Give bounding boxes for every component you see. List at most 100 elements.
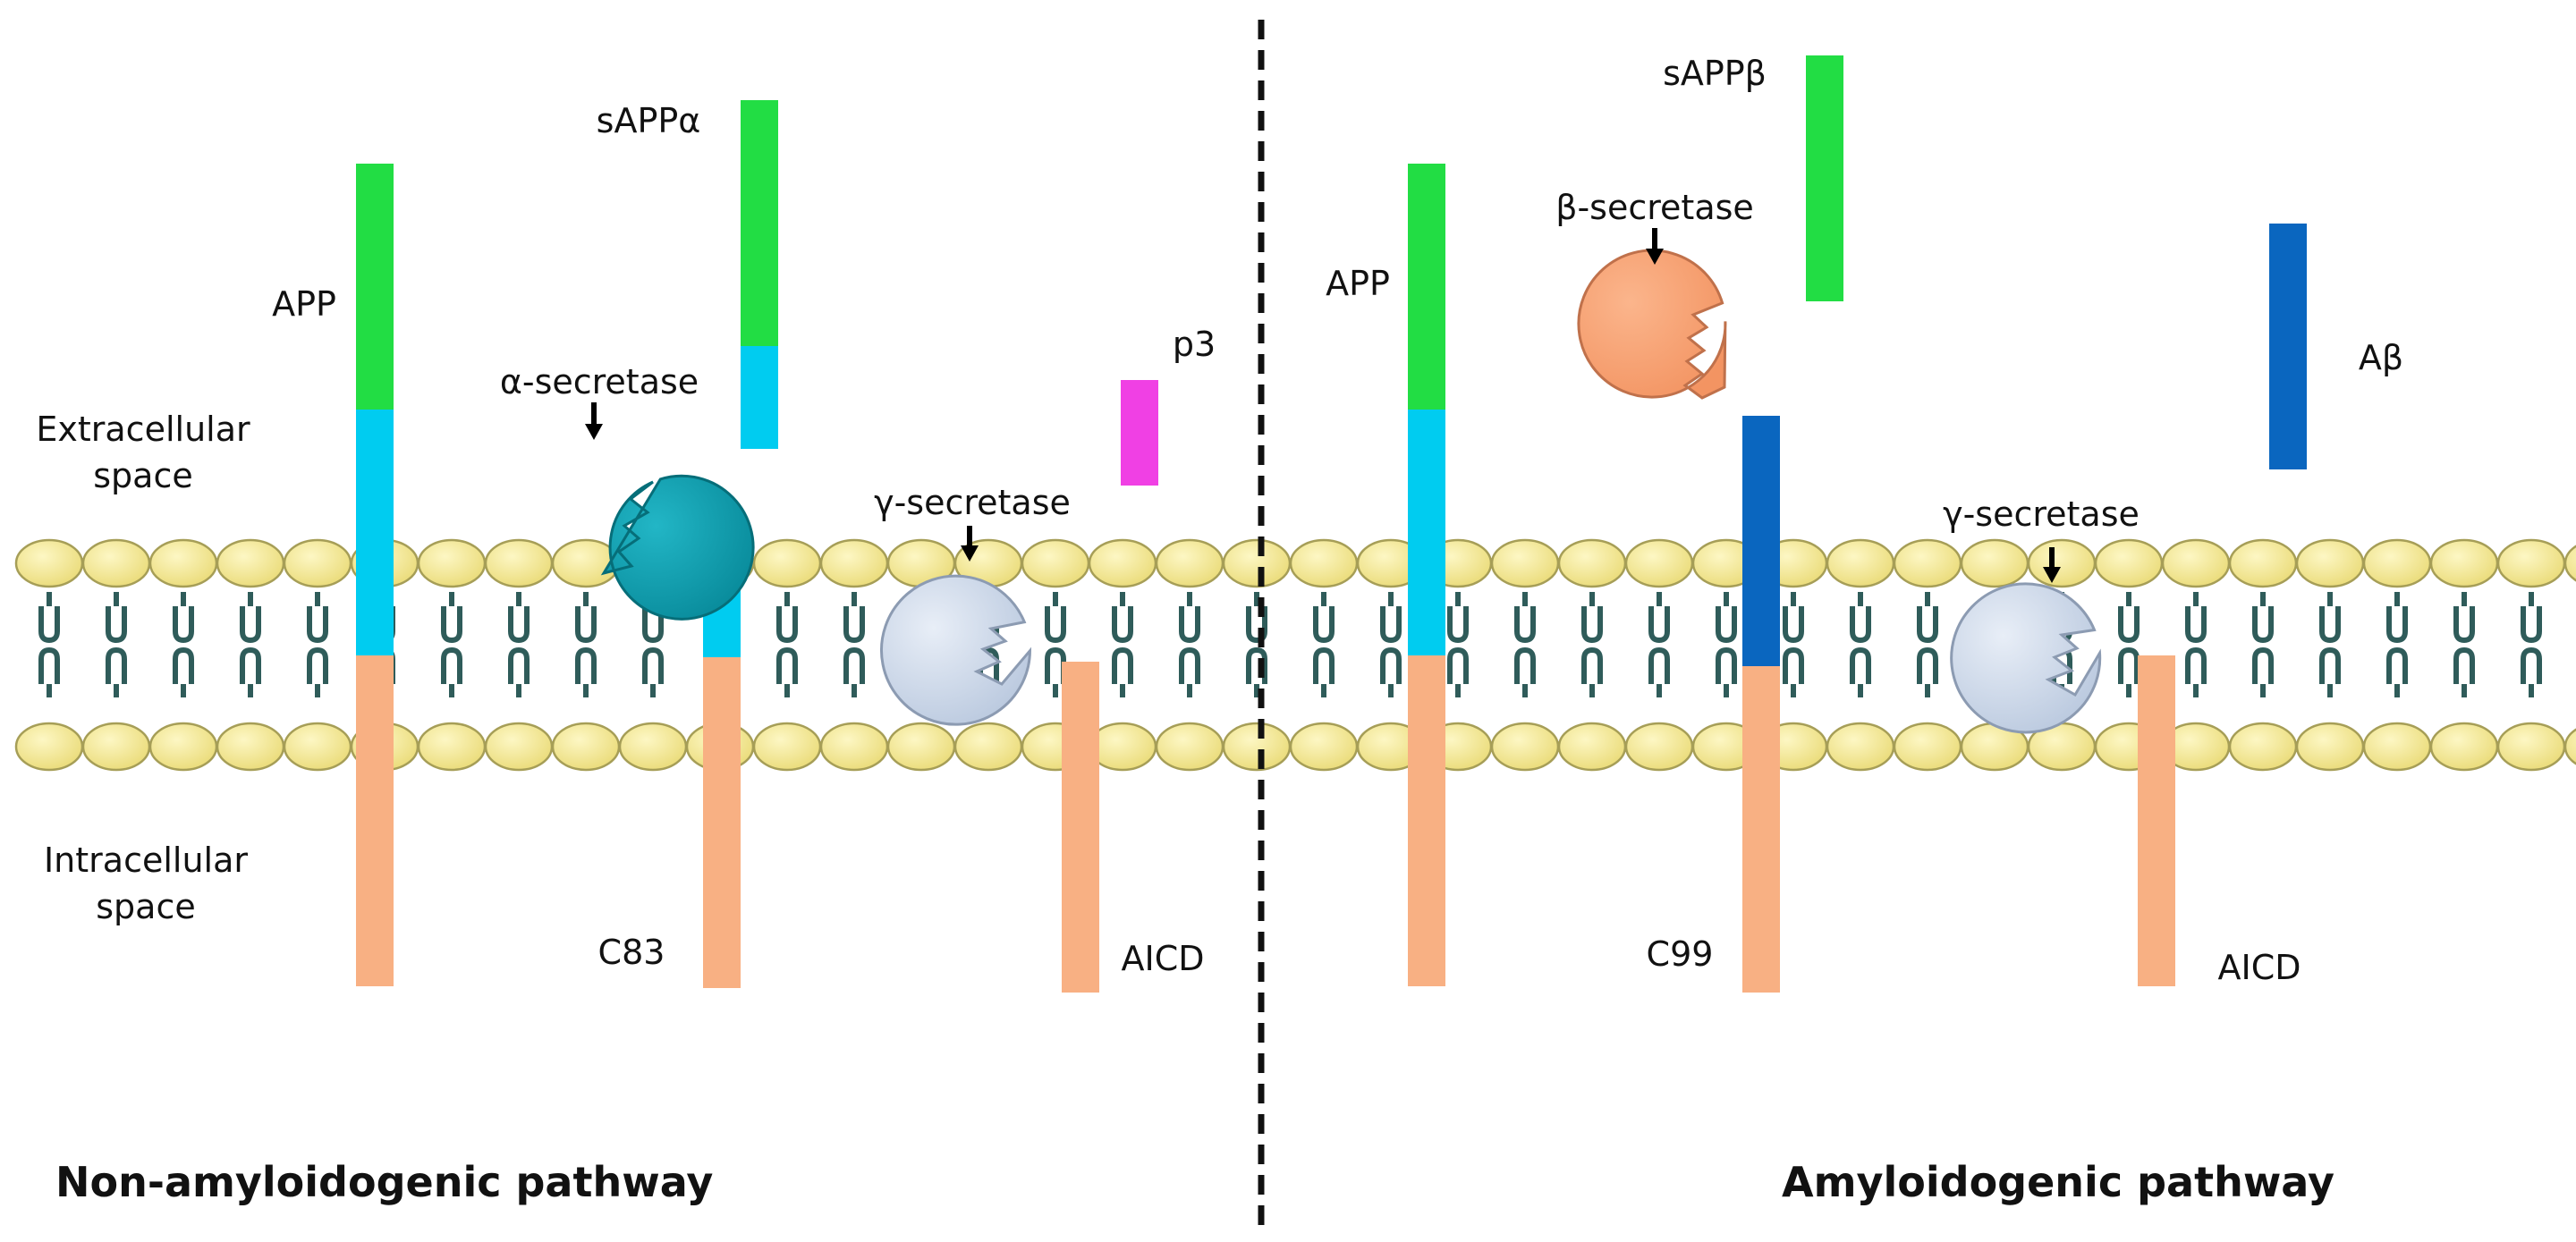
gamma-secretase-enzyme-right [1950, 582, 2102, 734]
lipid-tail-pair [240, 592, 261, 697]
lipid-tail-pair [1313, 592, 1335, 697]
beta-secretase-enzyme [1577, 249, 1727, 400]
phospholipid-head-inner [1893, 722, 1962, 772]
phospholipid-head-outer [2295, 538, 2365, 588]
phospholipid-head-outer [1289, 538, 1359, 588]
abeta-fragment [2269, 224, 2307, 469]
sappb-fragment [1806, 55, 1843, 301]
lipid-tail-pair [776, 592, 798, 697]
p3-fragment [1121, 380, 1158, 486]
app-intracellular-domain-right [1408, 655, 1445, 986]
lipid-tail-pair [1246, 592, 1267, 697]
lipid-tail-pair [1179, 592, 1200, 697]
sappb-label: sAPPβ [1663, 54, 1767, 93]
intracellular-space-label-line1: Intracellular [44, 841, 248, 880]
phospholipid-head-outer [2027, 538, 2097, 588]
lipid-tail-pair [2185, 592, 2207, 697]
app-extracellular-domain-right [1408, 164, 1445, 410]
lipid-tail-pair [1447, 592, 1469, 697]
phospholipid-head-inner [618, 722, 688, 772]
lipid-tail-pair [575, 592, 597, 697]
phospholipid-head-outer [2228, 538, 2298, 588]
left-app-protein [356, 164, 394, 986]
gamma-secretase-label-right: γ-secretase [1943, 494, 2140, 534]
phospholipid-head-outer [283, 538, 352, 588]
right-app-label: APP [1326, 264, 1390, 303]
phospholipid-head-inner [2563, 728, 2576, 765]
phospholipid-head-outer [2362, 538, 2432, 588]
beta-secretase-label: β-secretase [1555, 188, 1754, 227]
phospholipid-head-inner [953, 722, 1023, 772]
phospholipid-head-outer [417, 538, 487, 588]
sappa-fragment [741, 100, 778, 449]
phospholipid-head-outer [148, 538, 218, 588]
phospholipid-head-inner [2362, 722, 2432, 772]
alpha-secretase-enzyme [600, 474, 755, 621]
phospholipid-head-outer [1088, 538, 1157, 588]
phospholipid-heads-outer-leaflet [14, 538, 2576, 588]
alpha-secretase-arrow [585, 402, 603, 440]
alpha-secretase-label: α-secretase [500, 362, 699, 401]
aicd-label-right: AICD [2218, 948, 2301, 987]
gamma-secretase-arrow-left [961, 526, 979, 562]
lipid-tail-pair [441, 592, 462, 697]
non-amyloidogenic-pathway-title: Non-amyloidogenic pathway [55, 1158, 713, 1206]
phospholipid-head-outer [2563, 545, 2576, 582]
phospholipid-head-outer [14, 538, 84, 588]
beta-secretase-arrow [1646, 228, 1664, 265]
aicd-fragment-left [1062, 662, 1099, 993]
c99-intracellular-segment [1742, 666, 1780, 993]
phospholipid-head-inner [2295, 722, 2365, 772]
c99-fragment [1742, 416, 1780, 993]
c83-label: C83 [598, 933, 665, 972]
right-app-protein [1408, 164, 1445, 986]
app-intracellular-domain [356, 655, 394, 986]
phospholipid-head-inner [417, 722, 487, 772]
phospholipid-head-outer [1893, 538, 1962, 588]
aicd-fragment-right [2138, 655, 2175, 986]
phospholipid-head-outer [1960, 538, 2029, 588]
lipid-tail-pair [2453, 592, 2475, 697]
phospholipid-head-outer [2161, 538, 2231, 588]
phospholipid-head-outer [1021, 538, 1090, 588]
phospholipid-head-inner [2228, 722, 2298, 772]
lipid-tail-pair [106, 592, 127, 697]
phospholipid-head-inner [1289, 722, 1359, 772]
phospholipid-head-inner [148, 722, 218, 772]
lipid-tail-pair [2386, 592, 2408, 697]
lipid-tail-pair [2521, 592, 2542, 697]
extracellular-space-label-line1: Extracellular [36, 410, 250, 449]
phospholipid-head-inner [1557, 722, 1627, 772]
c99-abeta-segment [1742, 416, 1780, 666]
phospholipid-head-inner [484, 722, 554, 772]
lipid-tail-pair [2252, 592, 2274, 697]
c99-label: C99 [1647, 934, 1714, 974]
phospholipid-head-outer [1557, 538, 1627, 588]
gamma-secretase-arrow-right [2043, 547, 2061, 583]
lipid-tail-pair [2319, 592, 2341, 697]
app-extracellular-domain [356, 164, 394, 410]
phospholipid-head-inner [283, 722, 352, 772]
lipid-tail-pair [1850, 592, 1871, 697]
p3-label: p3 [1173, 325, 1216, 364]
phospholipid-head-inner [1222, 722, 1292, 772]
lipid-tail-pair [2118, 592, 2140, 697]
phospholipid-head-outer [1222, 538, 1292, 588]
phospholipid-head-outer [216, 538, 285, 588]
gamma-secretase-enzyme-left [880, 574, 1032, 726]
gamma-secretase-label-left: γ-secretase [874, 483, 1071, 522]
phospholipid-heads-inner-leaflet [14, 722, 2576, 772]
phospholipid-head-inner [752, 722, 822, 772]
intracellular-space-label-line2: space [96, 887, 195, 926]
lipid-tail-pair [1917, 592, 1938, 697]
phospholipid-head-outer [1490, 538, 1560, 588]
lipid-tail-pair [38, 592, 60, 697]
lipid-tail-pair [1716, 592, 1737, 697]
phospholipid-head-outer [2496, 538, 2566, 588]
lipid-tail-pair [1581, 592, 1603, 697]
phospholipid-head-outer [752, 538, 822, 588]
lipid-tail-pair [1045, 592, 1066, 697]
sappa-green-segment [741, 100, 778, 346]
